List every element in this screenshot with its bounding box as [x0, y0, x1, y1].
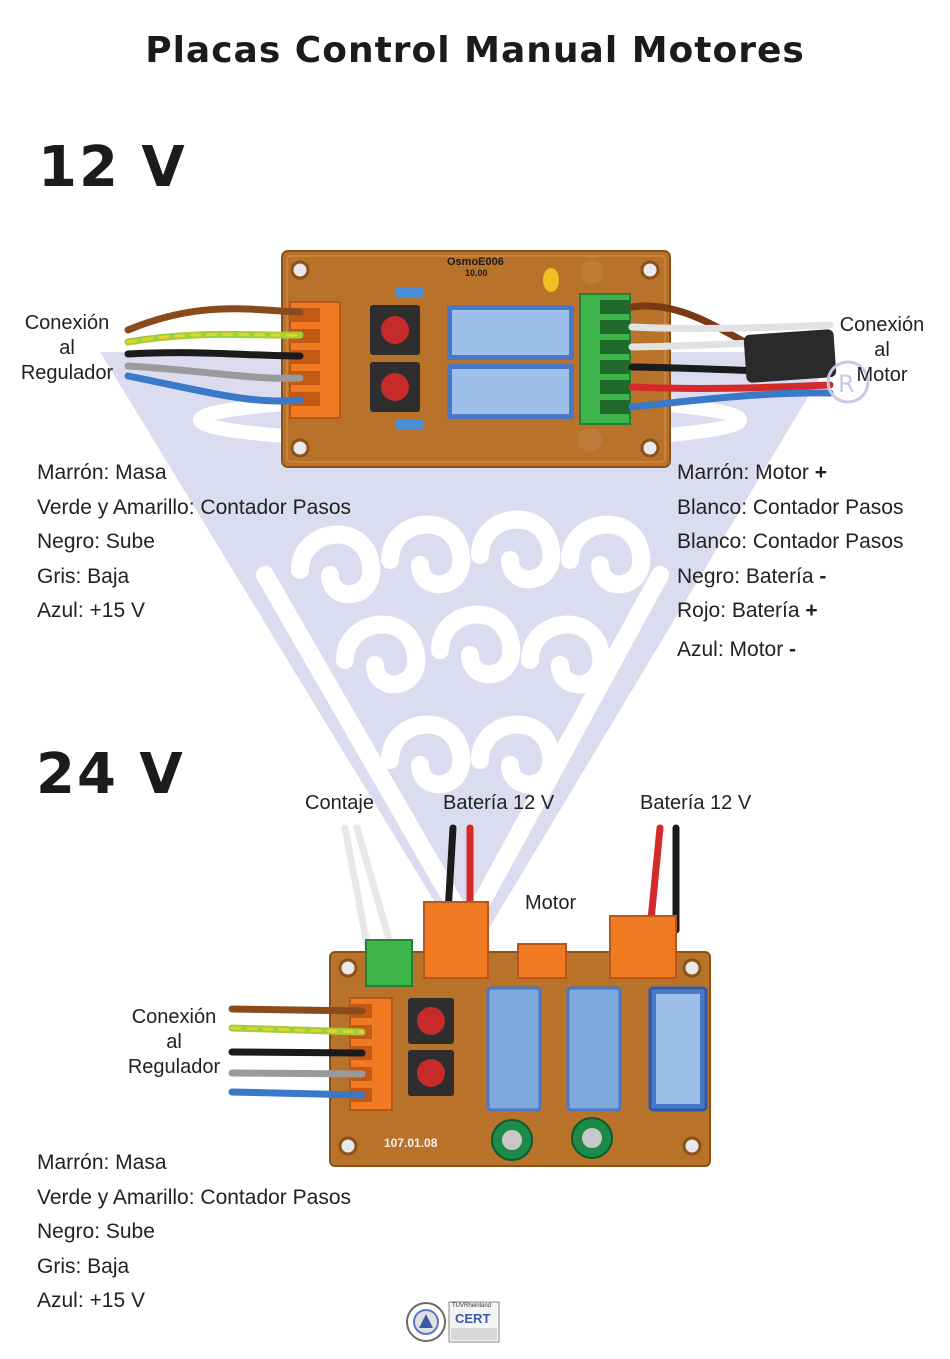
legend-item: Azul: +15 V [37, 1289, 145, 1312]
label-bateria-1: Batería 12 V [443, 792, 555, 814]
legend-item: Gris: Baja [37, 564, 130, 588]
page-title: Placas Control Manual Motores [145, 30, 805, 71]
legend-12v-left: Marrón: Masa Verde y Amarillo: Contador … [37, 456, 351, 629]
legend-item: Negro: Batería - [677, 564, 827, 588]
legend-item: Negro: Sube [37, 530, 155, 553]
legend-item: Negro: Sube [37, 1220, 155, 1243]
legend-item: Verde y Amarillo: Contador Pasos [37, 495, 351, 519]
board-12v-label: OsmoE006 [447, 256, 504, 268]
label-motor: Motor [525, 892, 577, 914]
logo-cert-text: CERT [455, 1311, 491, 1326]
board-12v-sublabel: 10.00 [465, 268, 488, 278]
label-contaje: Contaje [305, 792, 374, 814]
label-conexion-motor-12v: Conexión al Motor [839, 314, 925, 386]
svg-text:R: R [838, 370, 855, 398]
legend-item: Blanco: Contador Pasos [677, 530, 904, 553]
label-conexion-regulador-12v: Conexión al Regulador [20, 312, 114, 384]
legend-item: Marrón: Motor + [677, 461, 827, 484]
legend-item: Gris: Baja [37, 1254, 130, 1278]
legend-item: Azul: +15 V [37, 599, 145, 622]
legend-item: Blanco: Contador Pasos [677, 495, 904, 519]
legend-item: Marrón: Masa [37, 461, 167, 484]
board-24v-label: 107.01.08 [384, 1136, 438, 1150]
legend-24v: Marrón: Masa Verde y Amarillo: Contador … [37, 1146, 351, 1319]
heading-24v: 24 V [36, 742, 185, 807]
legend-item: Marrón: Masa [37, 1151, 167, 1174]
label-bateria-2: Batería 12 V [640, 792, 752, 814]
heading-12v: 12 V [38, 135, 187, 200]
certification-logo: TÜVRheinland CERT [406, 1300, 500, 1344]
legend-item: Rojo: Batería + [677, 599, 818, 622]
label-conexion-regulador-24v: Conexión al Regulador [127, 1006, 221, 1078]
legend-item: Azul: Motor - [677, 637, 797, 661]
legend-12v-right: Marrón: Motor + Blanco: Contador Pasos B… [677, 456, 903, 667]
logo-brand-text: TÜVRheinland [452, 1303, 492, 1309]
legend-item: Verde y Amarillo: Contador Pasos [37, 1185, 351, 1209]
